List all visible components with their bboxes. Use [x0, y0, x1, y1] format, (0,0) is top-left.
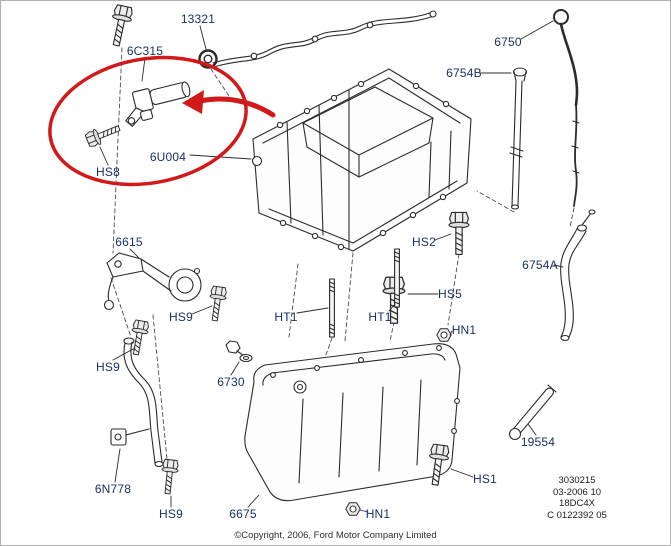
tube-6n778-drawing — [110, 337, 164, 468]
part-label-hs1: HS1 — [473, 472, 497, 486]
dipstick-6750-drawing — [553, 9, 580, 207]
part-label-6754b: 6754B — [446, 66, 482, 80]
doc-date: 03-2006 10 — [552, 486, 602, 498]
part-label-hs9-a: HS9 — [169, 310, 193, 324]
nut-hn1-upper-drawing — [436, 328, 452, 342]
stud-ht1-right-drawing — [394, 248, 400, 308]
highlight-arrow-shaft — [197, 96, 276, 118]
bolt-hs2-drawing — [448, 211, 470, 255]
part-label-19554: 19554 — [520, 435, 556, 449]
crankshaft-sensor-drawing — [125, 81, 191, 127]
gasket-strip-drawing — [212, 10, 437, 68]
bolt-top-left-drawing — [106, 3, 135, 48]
doc-reference-block: 3030215 03-2006 10 18DC4X C 0122392 05 — [527, 475, 627, 521]
bolt-hs8-drawing — [84, 120, 123, 149]
part-label-6730: 6730 — [217, 375, 245, 389]
part-label-6615: 6615 — [115, 235, 143, 249]
part-label-hs9-b: HS9 — [96, 360, 120, 374]
pin-19554-drawing — [508, 384, 557, 441]
lower-oil-pan-drawing — [244, 343, 461, 502]
part-label-6u004: 6U004 — [149, 150, 187, 164]
part-label-hn1-a: HN1 — [451, 323, 477, 337]
nut-hn1-lower-drawing — [345, 502, 361, 516]
part-label-13321: 13321 — [180, 12, 216, 26]
part-label-ht1-a: HT1 — [274, 310, 298, 324]
copyright-text: ©Copyright, 2006, Ford Motor Company Lim… — [234, 530, 437, 541]
stud-ht1-left-drawing — [329, 278, 335, 338]
doc-number: 3030215 — [558, 475, 596, 486]
tube-6754a-drawing — [560, 209, 596, 342]
part-label-6n778: 6N778 — [94, 482, 132, 496]
doc-code: 18DC4X — [559, 498, 595, 509]
alignment-dashed-lines — [110, 47, 575, 460]
part-label-hs5: HS5 — [438, 287, 462, 301]
upper-oil-pan-drawing — [251, 68, 472, 252]
highlight-arrow-head — [182, 90, 204, 114]
part-label-6c315: 6C315 — [126, 44, 164, 58]
part-label-ht1-b: HT1 — [368, 310, 392, 324]
part-label-hn1-b: HN1 — [365, 507, 391, 521]
part-label-hs2: HS2 — [412, 235, 436, 249]
dipstick-tube-6754b-drawing — [509, 67, 528, 210]
part-label-hs8: HS8 — [96, 165, 120, 179]
pickup-6615-drawing — [103, 252, 202, 311]
drain-plug-6730-drawing — [225, 340, 253, 363]
part-label-6675: 6675 — [229, 507, 257, 521]
part-label-6750: 6750 — [494, 35, 522, 49]
highlight-ellipse — [48, 55, 248, 187]
bolt-hs9-a-drawing — [206, 285, 228, 323]
part-label-hs9-c: HS9 — [159, 507, 183, 521]
highlight-annotation — [48, 55, 276, 187]
doc-ref: C 0122392 05 — [547, 509, 607, 521]
part-label-6754a: 6754A — [522, 258, 558, 272]
